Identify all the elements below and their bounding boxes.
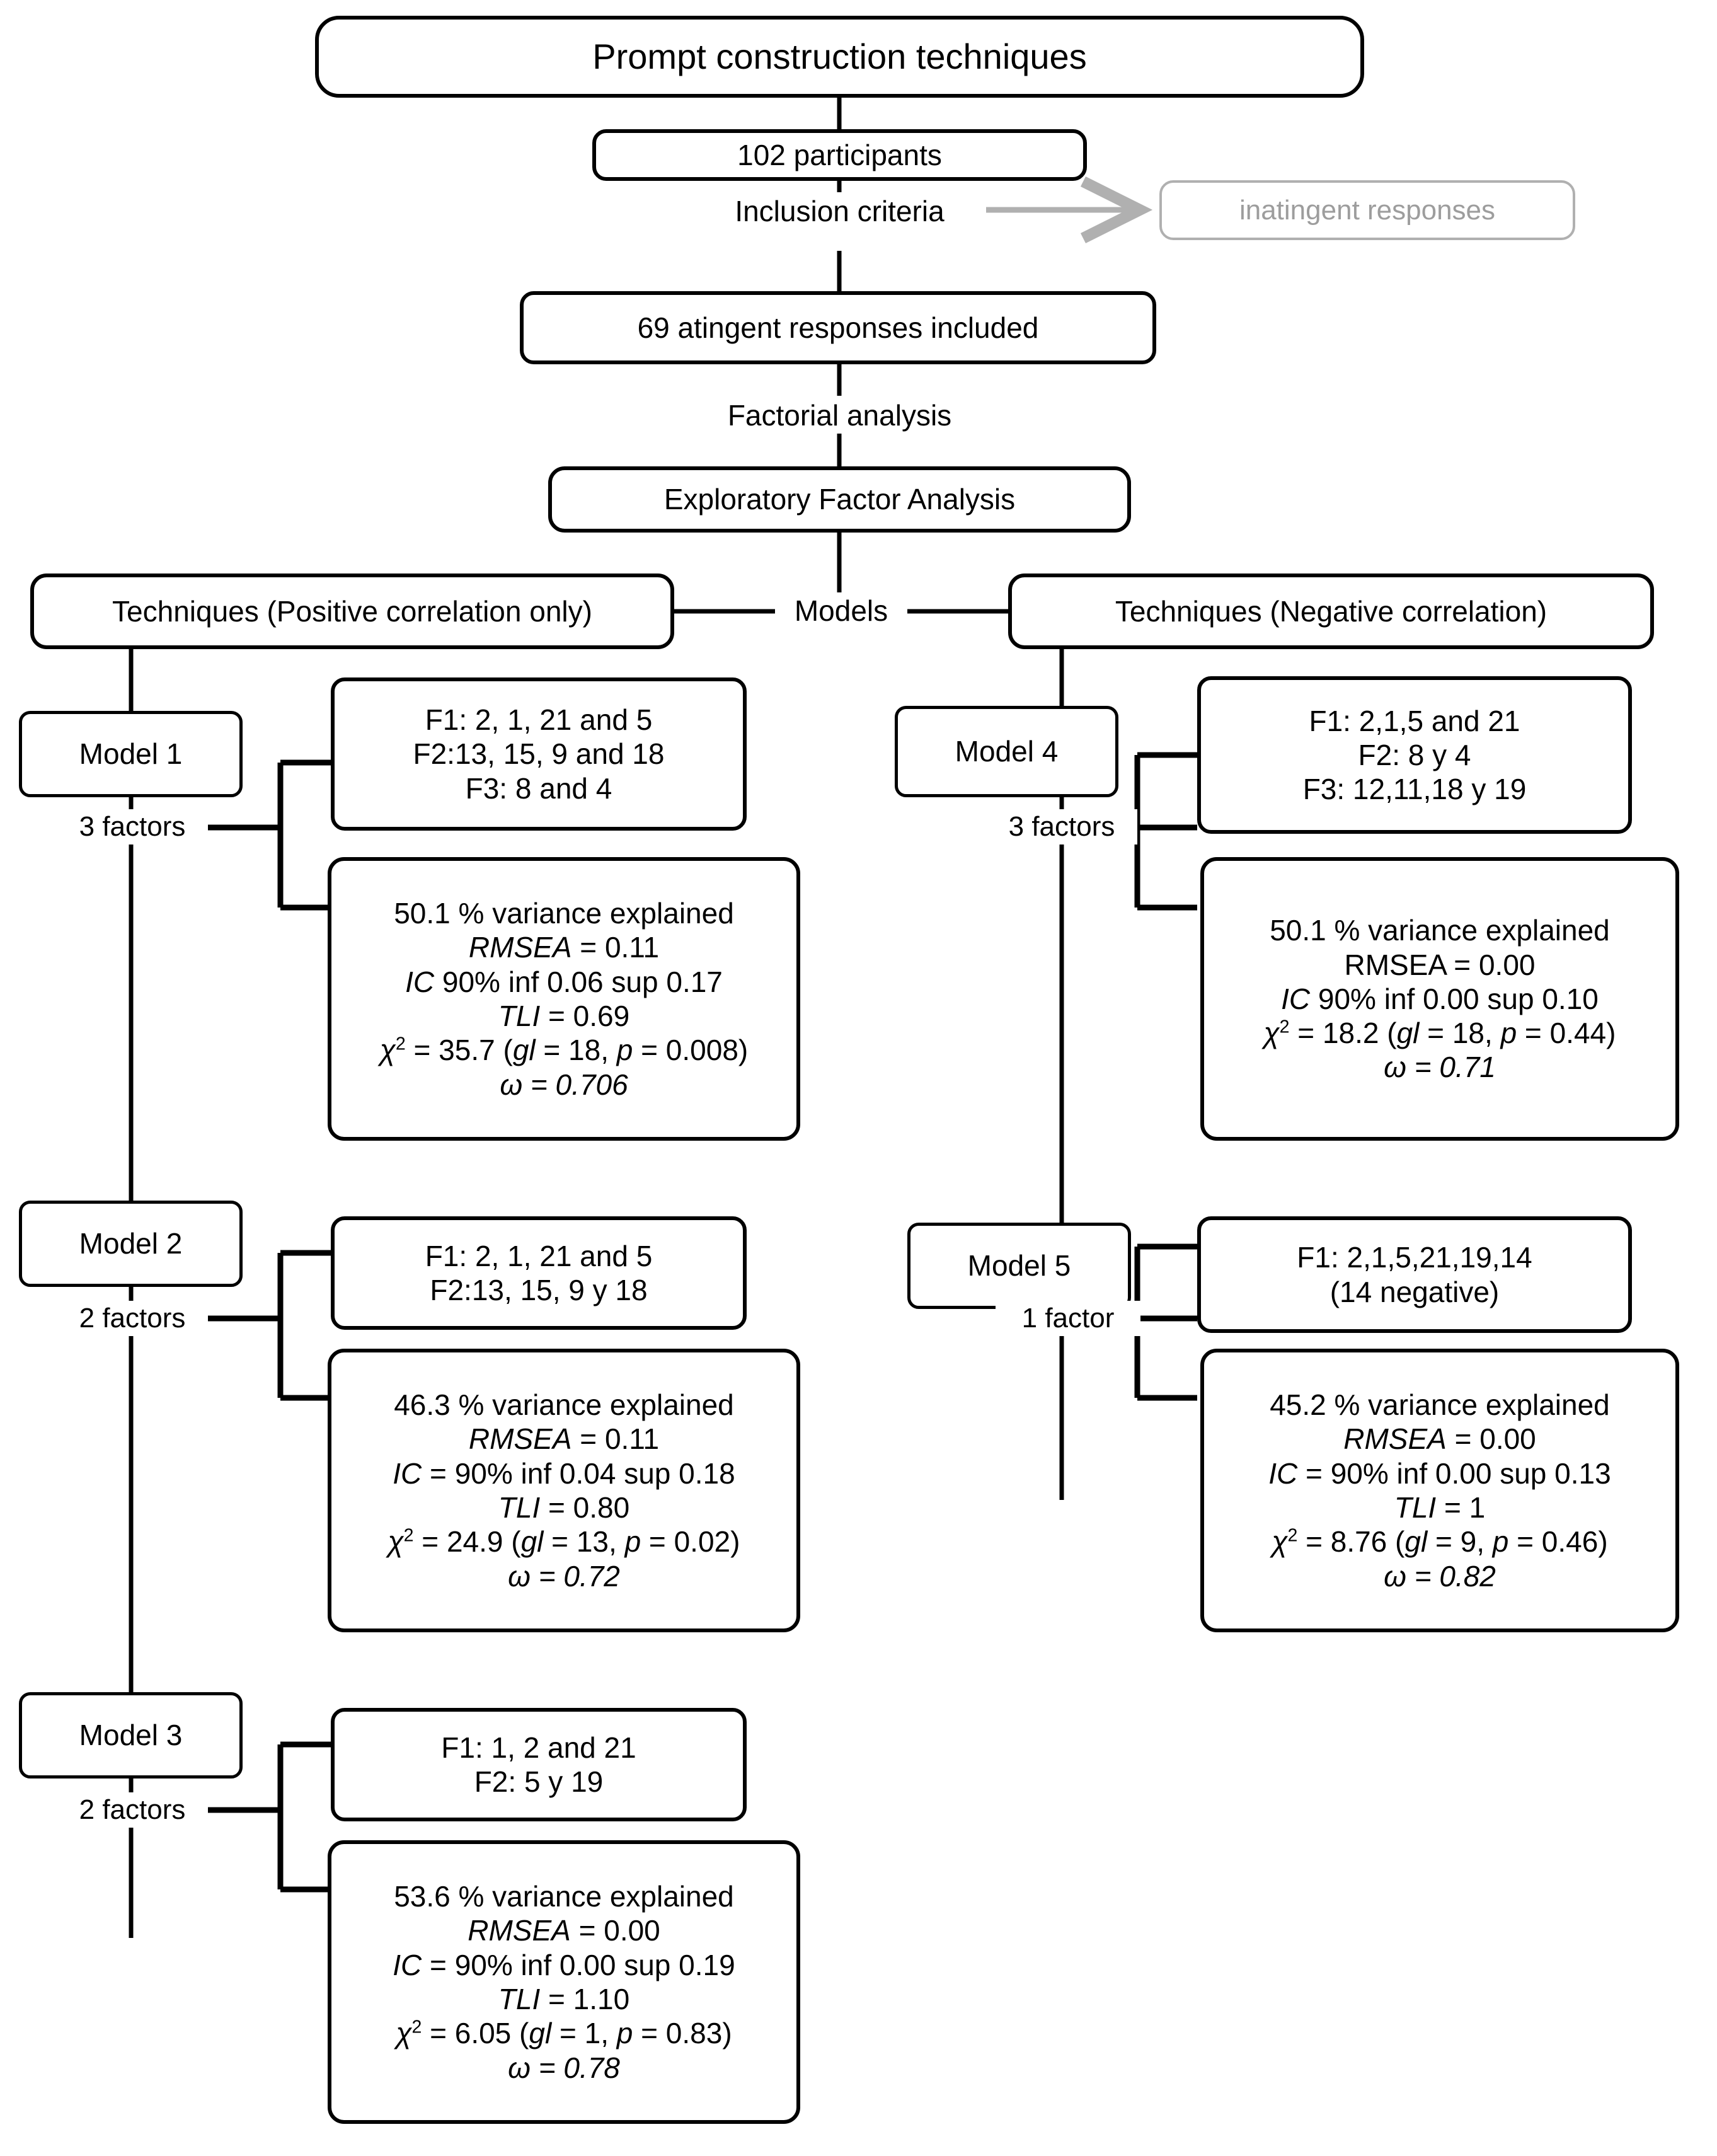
page-title: Prompt construction techniques <box>592 36 1087 76</box>
models-label: Models <box>775 592 907 629</box>
model-4-stats-box: 50.1 % variance explained RMSEA = 0.00 I… <box>1200 857 1679 1141</box>
model-5-factors-label: 1 factor <box>996 1301 1140 1336</box>
model-3-loadings: F1: 1, 2 and 21 F2: 5 y 19 <box>441 1731 636 1798</box>
model-1-loadings-box: F1: 2, 1, 21 and 5 F2:13, 15, 9 and 18 F… <box>331 677 747 831</box>
model-1-stats-box: 50.1 % variance explained RMSEA = 0.11 I… <box>328 857 800 1141</box>
model-5-loadings: F1: 2,1,5,21,19,14 (14 negative) <box>1297 1241 1532 1308</box>
model-5-box: Model 5 <box>907 1223 1131 1309</box>
model-1-label: Model 1 <box>79 737 183 771</box>
efa-box: Exploratory Factor Analysis <box>548 466 1131 533</box>
model-1-box: Model 1 <box>19 711 243 797</box>
model-2-box: Model 2 <box>19 1201 243 1287</box>
model-2-stats: 46.3 % variance explained RMSEA = 0.11 I… <box>388 1388 740 1593</box>
model-3-label: Model 3 <box>79 1719 183 1752</box>
model-3-factors-label: 2 factors <box>57 1792 208 1828</box>
branch-positive-box: Techniques (Positive correlation only) <box>30 574 674 649</box>
model-3-stats-box: 53.6 % variance explained RMSEA = 0.00 I… <box>328 1840 800 2124</box>
model-3-loadings-box: F1: 1, 2 and 21 F2: 5 y 19 <box>331 1708 747 1821</box>
branch-negative-label: Techniques (Negative correlation) <box>1115 594 1548 628</box>
branch-negative-box: Techniques (Negative correlation) <box>1008 574 1654 649</box>
included-responses-label: 69 atingent responses included <box>637 311 1039 344</box>
included-responses-box: 69 atingent responses included <box>520 291 1156 364</box>
participants-box: 102 participants <box>592 129 1087 181</box>
excluded-responses-label: inatingent responses <box>1239 194 1496 226</box>
model-4-factors-label: 3 factors <box>986 809 1137 845</box>
model-2-factors-label: 2 factors <box>57 1301 208 1336</box>
model-5-label: Model 5 <box>967 1249 1071 1283</box>
branch-positive-label: Techniques (Positive correlation only) <box>112 594 592 628</box>
model-4-loadings: F1: 2,1,5 and 21 F2: 8 y 4 F3: 12,11,18 … <box>1302 704 1527 806</box>
model-2-loadings-box: F1: 2, 1, 21 and 5 F2:13, 15, 9 y 18 <box>331 1216 747 1330</box>
model-5-loadings-box: F1: 2,1,5,21,19,14 (14 negative) <box>1197 1216 1632 1333</box>
efa-label: Exploratory Factor Analysis <box>663 483 1016 516</box>
model-4-label: Model 4 <box>955 735 1059 768</box>
excluded-responses-box: inatingent responses <box>1159 180 1575 240</box>
model-2-stats-box: 46.3 % variance explained RMSEA = 0.11 I… <box>328 1349 800 1632</box>
model-2-label: Model 2 <box>79 1227 183 1260</box>
model-3-stats: 53.6 % variance explained RMSEA = 0.00 I… <box>393 1880 735 2084</box>
model-2-loadings: F1: 2, 1, 21 and 5 F2:13, 15, 9 y 18 <box>425 1239 653 1306</box>
model-5-stats-box: 45.2 % variance explained RMSEA = 0.00 I… <box>1200 1349 1679 1632</box>
factorial-analysis-label: Factorial analysis <box>690 397 989 434</box>
page-title-box: Prompt construction techniques <box>315 16 1364 98</box>
model-4-loadings-box: F1: 2,1,5 and 21 F2: 8 y 4 F3: 12,11,18 … <box>1197 676 1632 834</box>
model-1-stats: 50.1 % variance explained RMSEA = 0.11 I… <box>379 897 749 1101</box>
model-1-loadings: F1: 2, 1, 21 and 5 F2:13, 15, 9 and 18 F… <box>413 703 665 805</box>
participants-label: 102 participants <box>737 138 942 171</box>
model-4-box: Model 4 <box>895 706 1118 797</box>
model-4-stats: 50.1 % variance explained RMSEA = 0.00 I… <box>1263 914 1616 1084</box>
model-1-factors-label: 3 factors <box>57 809 208 845</box>
model-5-stats: 45.2 % variance explained RMSEA = 0.00 I… <box>1268 1388 1611 1593</box>
inclusion-criteria-label: Inclusion criteria <box>693 192 986 230</box>
model-3-box: Model 3 <box>19 1692 243 1778</box>
